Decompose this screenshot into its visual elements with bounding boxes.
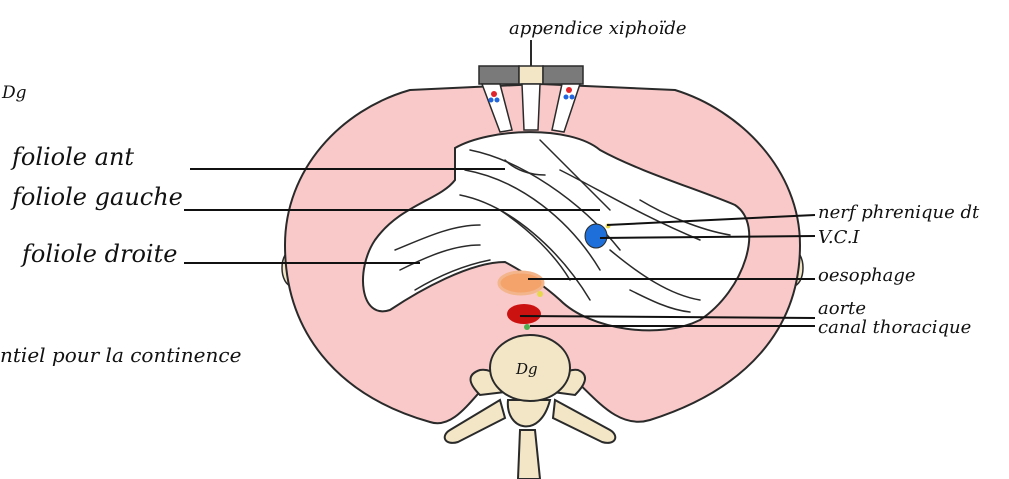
label-continence: ntiel pour la continence (0, 343, 241, 367)
oesophagus (499, 272, 543, 294)
vagus-nerve (537, 291, 543, 297)
thoracic-duct (524, 324, 530, 330)
label-vci: V.C.I (818, 227, 860, 248)
label-foliole-ant: foliole ant (10, 143, 134, 171)
vci-vessel (585, 224, 607, 248)
sternocostal-bands (482, 84, 580, 132)
aorta (507, 304, 541, 324)
label-appendice: appendice xiphoïde (509, 18, 687, 39)
label-canal-thoracique: canal thoracique (818, 317, 971, 338)
label-nerf-phrenique: nerf phrenique dt (818, 202, 980, 223)
label-vertebra: Dg (515, 360, 538, 378)
label-aorte: aorte (818, 298, 866, 319)
label-dg-top: Dg (1, 83, 27, 103)
xiphoid-process (479, 40, 583, 84)
label-foliole-droite: foliole droite (20, 240, 177, 268)
label-foliole-gauche: foliole gauche (10, 183, 183, 211)
label-oesophage: oesophage (818, 265, 916, 286)
